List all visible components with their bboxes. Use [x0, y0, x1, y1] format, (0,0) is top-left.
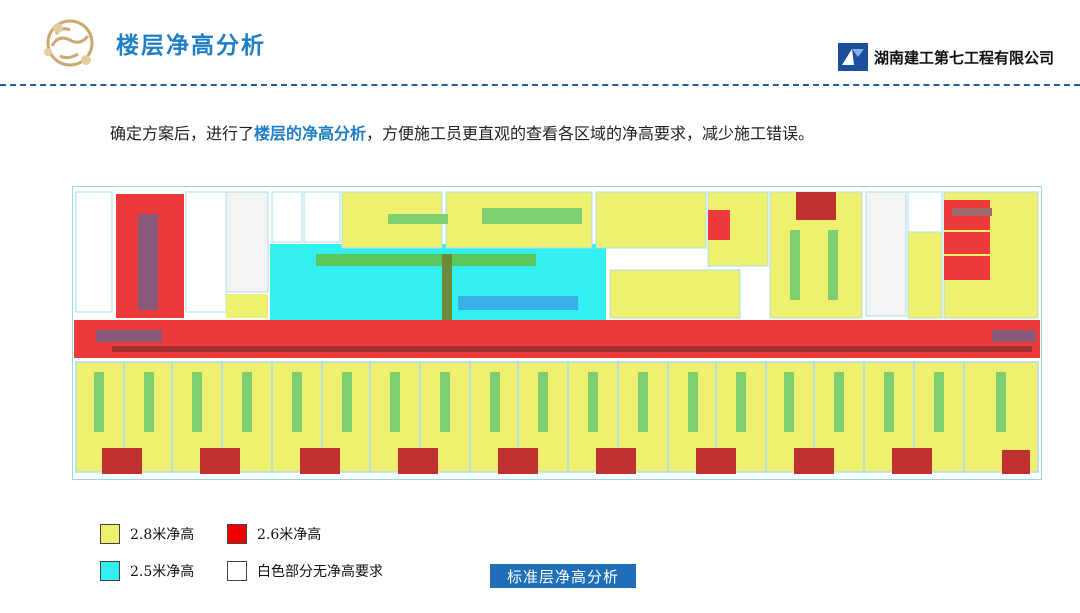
legend-label-2-8m: 2.8米净高 [130, 527, 195, 543]
legend-item-2-6m: 2.6米净高 [227, 524, 321, 544]
duct-green-2 [482, 208, 582, 224]
legend-swatch-yellow [100, 524, 120, 544]
duct-green-1 [388, 214, 448, 224]
duct-green-6 [952, 208, 992, 216]
intro-text-after: ，方便施工员更直观的查看各区域的净高要求，减少施工错误。 [366, 124, 815, 143]
intro-highlight: 楼层的净高分析 [254, 124, 367, 143]
zone-white-right [865, 191, 907, 317]
legend-label-2-6m: 2.6米净高 [257, 527, 322, 543]
intro-text-before: 确定方案后，进行了 [110, 124, 255, 143]
legend-item-2-5m: 2.5米净高 [100, 561, 194, 581]
duct-left [138, 214, 158, 310]
floor-plan-diagram [72, 186, 1042, 480]
zone-red-right-3 [944, 256, 990, 280]
duct-green-5 [828, 230, 838, 300]
zone-yellow-right [907, 231, 943, 319]
legend-swatch-red [227, 524, 247, 544]
company-brand: 湖南建工第七工程有限公司 [838, 42, 1054, 72]
zone-yellow-upper-mid [609, 269, 741, 319]
zone-white-core [225, 191, 269, 293]
legend-swatch-white [227, 561, 247, 581]
plan-caption: 标准层净高分析 [490, 564, 636, 588]
zone-yellow-upper-c [595, 191, 707, 249]
legend-label-2-5m: 2.5米净高 [130, 564, 195, 580]
zone-white-core-3 [303, 191, 341, 243]
company-logo-icon [838, 43, 868, 71]
duct-green-4 [790, 230, 800, 300]
page-title: 楼层净高分析 [116, 32, 266, 59]
zone-white-core-2 [271, 191, 303, 243]
lower-rooms [75, 361, 1039, 474]
legend-item-2-8m: 2.8米净高 [100, 524, 194, 544]
corridor-duct [112, 346, 1032, 352]
zone-yellow-small [226, 294, 268, 318]
intro-text: 确定方案后，进行了楼层的净高分析，方便施工员更直观的查看各区域的净高要求，减少施… [110, 120, 814, 144]
zone-white-upper-left [75, 191, 113, 313]
duct-blue [458, 296, 578, 310]
zone-white-right-2 [907, 191, 943, 233]
legend-swatch-cyan [100, 561, 120, 581]
company-name: 湖南建工第七工程有限公司 [874, 48, 1055, 67]
legend-label-white: 白色部分无净高要求 [257, 564, 383, 580]
duct-green-3 [316, 254, 536, 266]
corridor-duct-left [96, 330, 162, 342]
zone-red-small-1 [708, 210, 730, 240]
header-divider [0, 84, 1080, 86]
corridor-duct-right [992, 330, 1036, 342]
legend-item-white: 白色部分无净高要求 [227, 561, 383, 581]
zone-red-corridor [74, 320, 1040, 358]
zone-red-top [796, 192, 836, 220]
duct-green-vertical [442, 254, 452, 350]
decorative-cloud-logo [44, 19, 94, 67]
zone-red-right-2 [944, 232, 990, 254]
zone-white-upper-2 [185, 191, 227, 313]
